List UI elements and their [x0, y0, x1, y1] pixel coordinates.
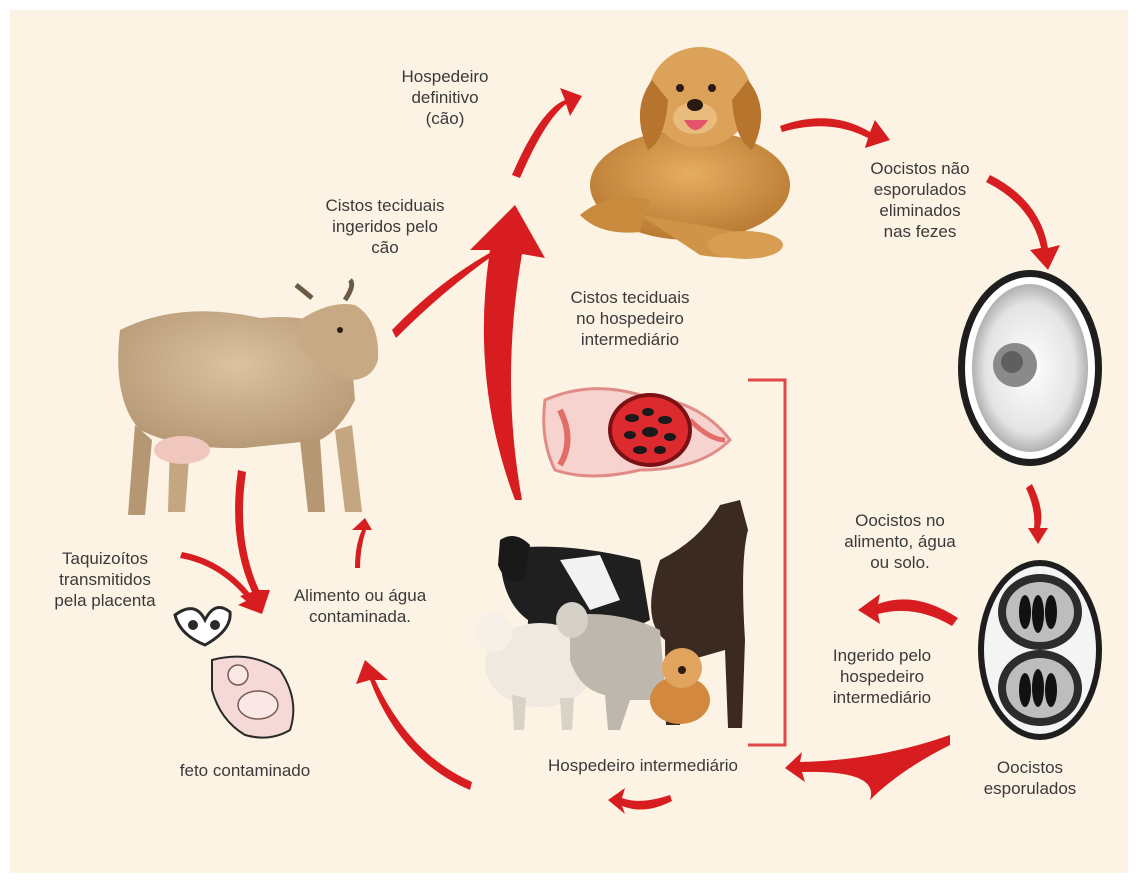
arrow-to-environment — [858, 594, 958, 626]
label-intermediate-host: Hospedeiro intermediário — [523, 755, 763, 776]
label-oocysts-unsporulated: Oocistos não esporulados eliminados nas … — [850, 158, 990, 242]
dog-illustration — [580, 47, 790, 259]
label-definitive-host: Hospedeiro definitivo (cão) — [380, 66, 510, 129]
arrow-to-food — [608, 788, 672, 814]
label-oocysts-environment: Oocistos no alimento, água ou solo. — [830, 510, 970, 573]
arrow-to-unsporulated — [986, 175, 1060, 270]
label-contaminated-food: Alimento ou água contaminada. — [280, 585, 440, 627]
arrow-to-intermediate — [785, 735, 950, 800]
fetus-illustration — [175, 608, 293, 738]
label-infected-fetus: feto contaminado — [155, 760, 335, 781]
cow-illustration — [118, 280, 378, 515]
arrow-cow-to-fetus — [235, 470, 270, 614]
oocyst-sporulated-illustration — [978, 560, 1102, 740]
tissue-cyst-illustration — [544, 389, 730, 476]
label-tissue-cysts-intermediate: Cistos teciduais no hospedeiro intermedi… — [550, 287, 710, 350]
intermediate-bracket — [748, 380, 785, 745]
arrow-to-cow — [356, 660, 472, 790]
arrow-to-dog — [512, 88, 582, 178]
arrow-food-to-cow — [352, 518, 372, 568]
arrow-sporulation — [1026, 484, 1048, 544]
label-tachyzoites: Taquizoítos transmitidos pela placenta — [40, 548, 170, 611]
label-tissue-cysts-ingested: Cistos teciduais ingeridos pelo cão — [310, 195, 460, 258]
arrow-dog-to-oocysts — [780, 118, 890, 148]
label-oocysts-sporulated: Oocistos esporulados — [970, 757, 1090, 799]
intermediate-hosts-illustration — [476, 500, 748, 730]
label-ingested-intermediate: Ingerido pelo hospedeiro intermediário — [812, 645, 952, 708]
oocyst-unsporulated-illustration — [958, 270, 1102, 466]
